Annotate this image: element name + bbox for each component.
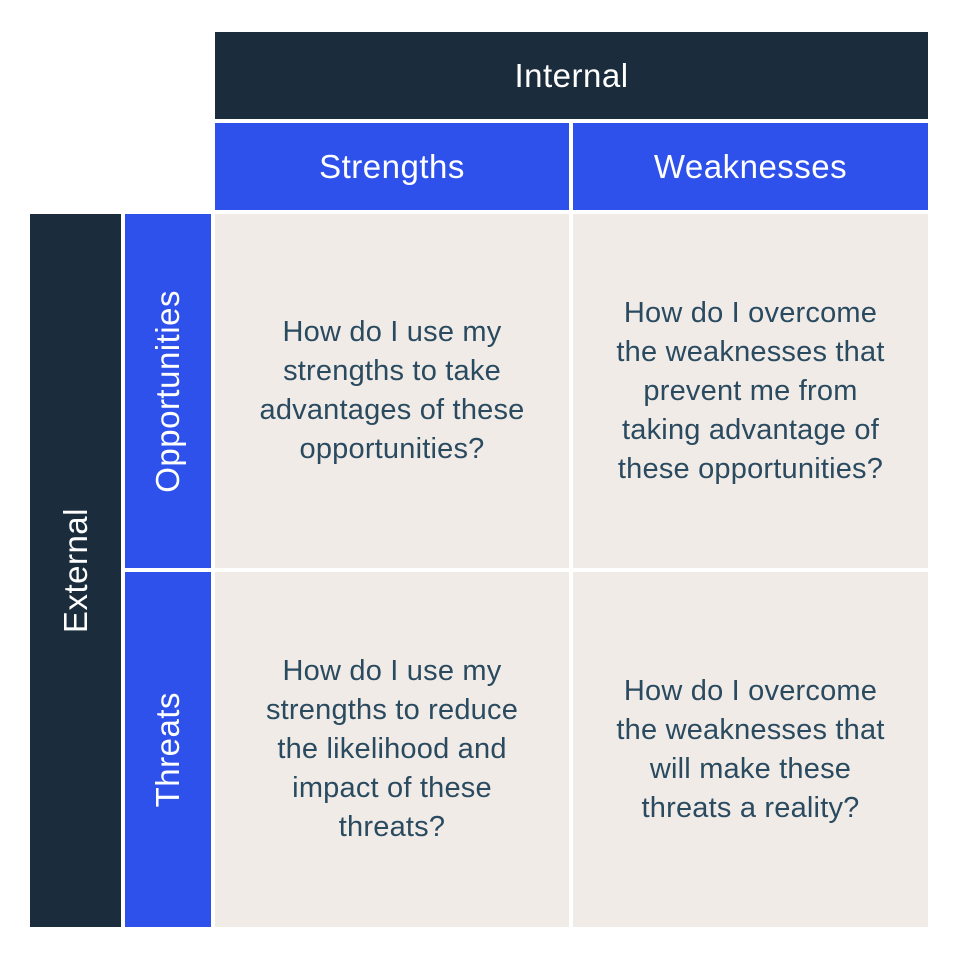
opportunities-row-header-label: Opportunities xyxy=(149,289,186,493)
external-header: External xyxy=(30,214,121,927)
internal-header-label: Internal xyxy=(514,56,629,94)
swot-matrix: Internal Strengths Weaknesses External O… xyxy=(30,32,928,927)
strengths-column-header-label: Strengths xyxy=(319,147,465,185)
cell-weaknesses-threats: How do I overcome the weaknesses that wi… xyxy=(573,572,928,927)
cell-strengths-opportunities-text: How do I use my strengths to take advant… xyxy=(259,316,525,465)
weaknesses-column-header-label: Weaknesses xyxy=(653,147,848,185)
external-header-label: External xyxy=(56,507,94,634)
cell-weaknesses-opportunities: How do I overcome the weaknesses that pr… xyxy=(573,214,928,568)
weaknesses-column-header: Weaknesses xyxy=(573,123,928,210)
threats-row-header: Threats xyxy=(125,572,211,927)
cell-strengths-opportunities: How do I use my strengths to take advant… xyxy=(215,214,569,568)
cell-strengths-threats: How do I use my strengths to reduce the … xyxy=(215,572,569,927)
cell-strengths-threats-text: How do I use my strengths to reduce the … xyxy=(265,655,519,843)
cell-weaknesses-opportunities-text: How do I overcome the weaknesses that pr… xyxy=(616,296,885,485)
opportunities-row-header: Opportunities xyxy=(125,214,211,568)
cell-weaknesses-threats-text: How do I overcome the weaknesses that wi… xyxy=(616,674,885,824)
internal-header: Internal xyxy=(215,32,928,119)
threats-row-header-label: Threats xyxy=(149,691,186,808)
strengths-column-header: Strengths xyxy=(215,123,569,210)
